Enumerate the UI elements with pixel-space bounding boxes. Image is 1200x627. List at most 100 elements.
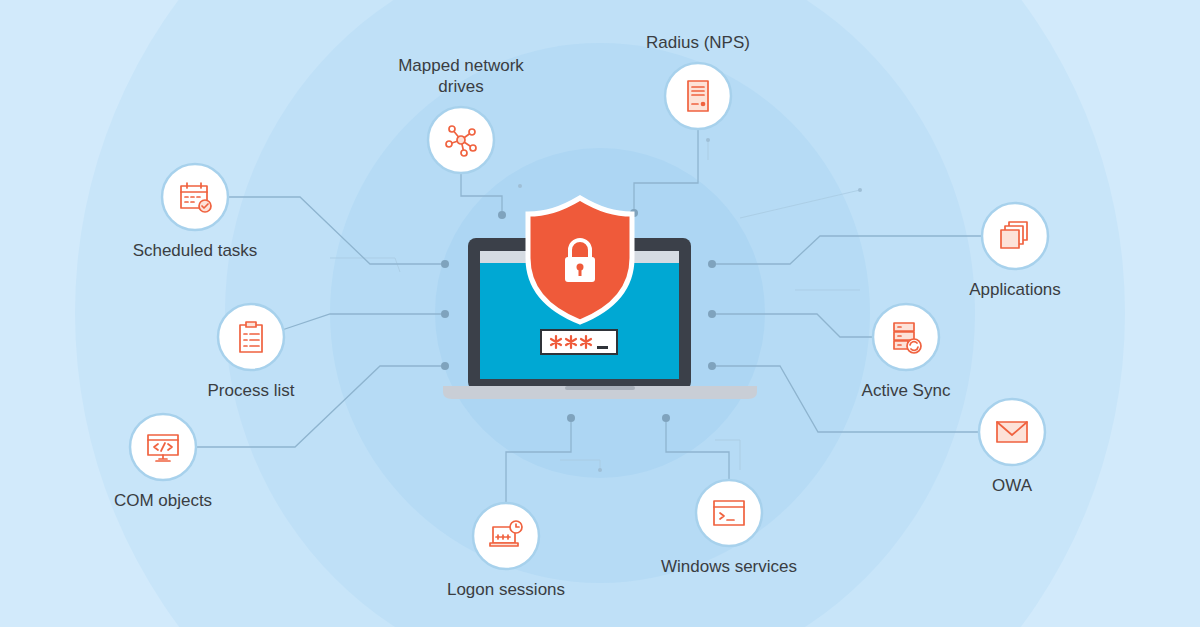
icon [240,322,262,352]
icon-circle [977,397,1047,467]
icon-stroke [181,183,207,192]
dot [662,414,670,422]
icon-stroke [688,81,708,111]
icon-node: Active Sync [862,302,951,401]
asterisk [566,336,576,348]
icon-stroke [446,141,452,147]
ring [75,0,1125,627]
icon-stroke [469,129,475,135]
icon-circle-bg [218,304,284,370]
dot [708,362,716,370]
icon-circle [980,201,1050,271]
icon-circle [128,412,198,482]
icon-node: Applications [969,201,1061,300]
icon-node: OWA [977,397,1047,496]
icon-node: Process list [208,302,295,401]
icon [894,323,921,353]
icon-stroke [910,342,918,351]
icon-stroke [199,200,211,212]
icon-stroke [490,543,518,546]
decor-lines [330,140,860,470]
icon-circle [694,478,764,548]
decor-line [715,440,740,470]
icon [688,81,708,111]
icon-stroke [496,535,510,539]
laptop-notch [565,386,635,390]
decor-dot [706,138,710,142]
leader-line [716,236,984,264]
dot [708,310,716,318]
icon [714,501,744,525]
icon-circle-bg [428,107,494,173]
icon-stroke [997,422,1027,435]
icon-stroke [202,204,208,208]
icon-stroke [1001,230,1019,248]
decor-dot [518,184,522,188]
node-label: OWA [992,475,1032,496]
node-label: COM objects [114,490,212,511]
icon-stroke [701,103,704,106]
node-label: Process list [208,380,295,401]
dot [708,260,716,268]
decor-line [708,140,709,160]
node-label: Active Sync [862,380,951,401]
leader-line [716,366,981,432]
dot [441,310,449,318]
leader-line [506,422,571,505]
icon-node: Radius (NPS) [646,32,750,131]
icon-stroke [692,87,704,104]
node-label: Windows services [661,556,797,577]
decor-line [560,460,600,470]
laptop [443,198,757,399]
dot [498,211,506,219]
icon-node: Windows services [661,478,797,577]
icon-node: COM objects [114,412,212,511]
leader-line [194,366,441,447]
ring [225,0,975,627]
icon-circle [426,105,496,175]
keyhole [579,268,582,276]
icon-circle-bg [665,63,731,129]
asterisk [551,336,561,348]
node-label: Logon sessions [447,579,565,600]
icon-circle-bg [696,480,762,546]
icon-circle-bg [982,203,1048,269]
icon-stroke [714,506,744,508]
dot [441,260,449,268]
icon [148,435,178,461]
icon-stroke [185,197,200,202]
password-asterisks [551,336,591,348]
icon-circle-bg [130,414,196,480]
icon-circle-bg [162,164,228,230]
icon-stroke [516,524,519,527]
decor-line [740,190,860,218]
asterisk [581,336,591,348]
icon-circle-bg [473,503,539,569]
icon-circle [216,302,286,372]
icon-circle [160,162,230,232]
icon-circle-bg [979,399,1045,465]
decor-line [795,290,860,291]
icon-stroke [156,455,170,461]
icon-stroke [449,126,455,132]
leader-line [461,171,502,211]
icon-stroke [714,501,744,525]
dot [441,362,449,370]
icon-stroke [461,150,467,156]
node-label: Applications [969,279,1061,300]
leader-line [634,127,698,209]
icon [181,183,211,212]
icon-stroke [154,443,172,451]
icon-stroke [457,136,465,144]
icon-node: Mapped network drives [386,55,536,175]
icon-stroke [148,439,178,441]
leader-line [282,314,441,330]
icon-stroke [246,322,256,327]
lock-body [565,257,595,282]
decor-dot [598,468,602,472]
cursor [597,346,608,349]
icon-node: Logon sessions [447,501,565,600]
dot [567,414,575,422]
icon [997,422,1027,442]
